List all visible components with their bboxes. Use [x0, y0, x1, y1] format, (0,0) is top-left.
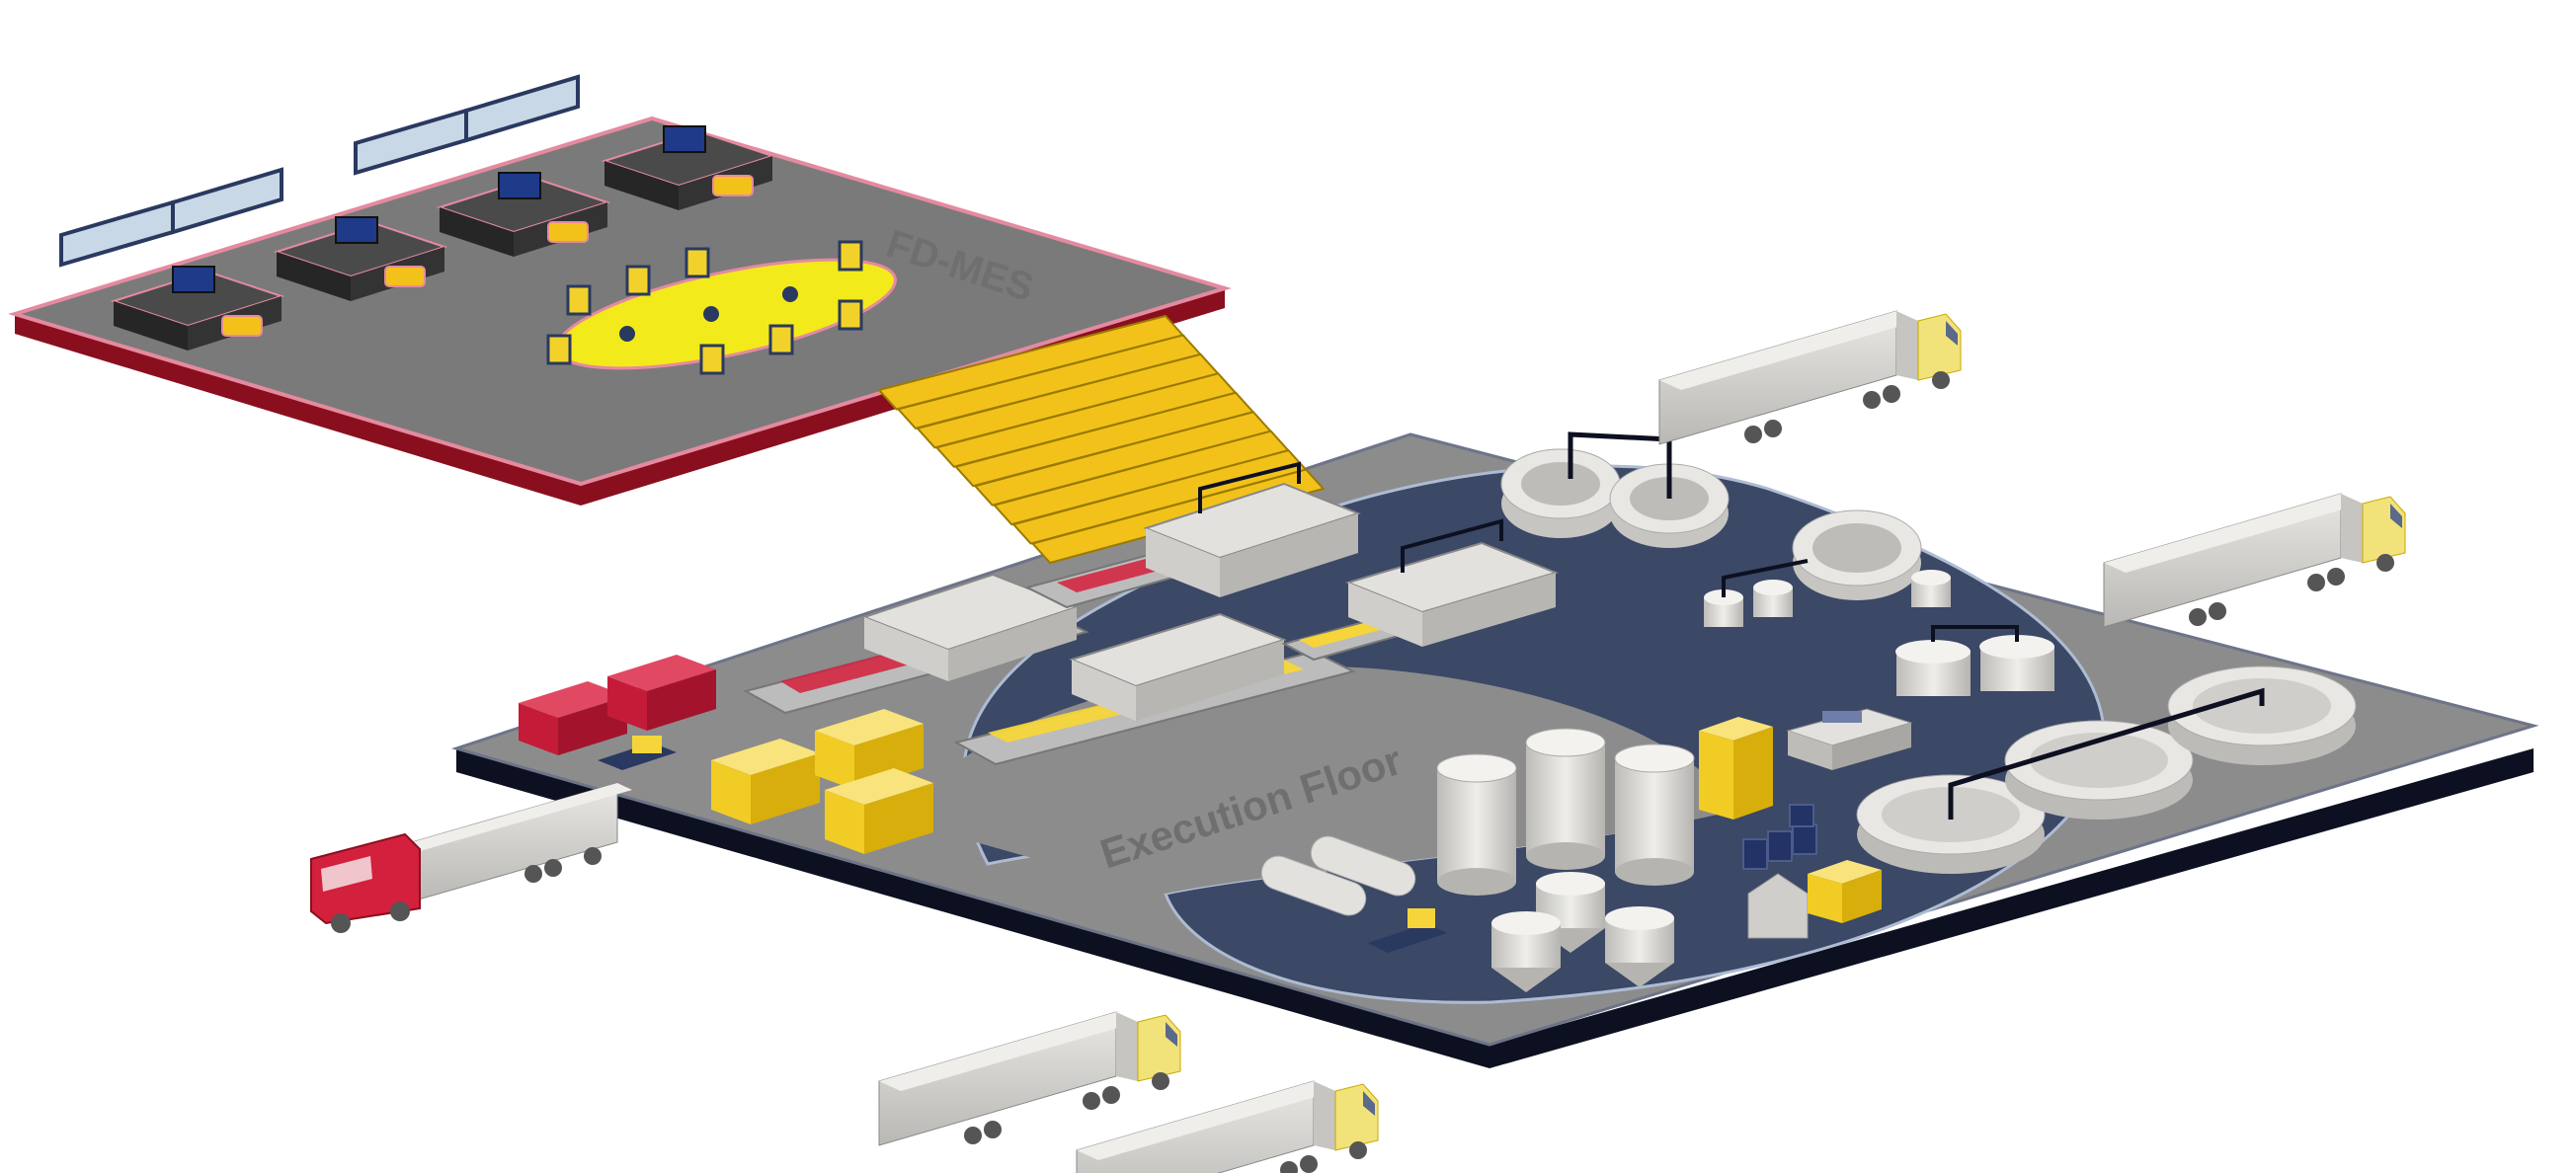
desk-icon	[273, 216, 448, 301]
conference-area	[546, 240, 897, 375]
monitor-icon	[172, 266, 215, 293]
settling-tank-icon	[2167, 665, 2357, 765]
office-chair-icon	[684, 247, 710, 278]
office-chair-icon	[625, 265, 651, 296]
office-chair-icon	[384, 266, 426, 287]
pallet-stack-icon	[1808, 860, 1882, 923]
pallet-stack-icon	[825, 768, 933, 854]
office-desks	[110, 125, 776, 351]
storage-tank-icon	[1614, 743, 1695, 886]
office-chair-icon	[547, 221, 589, 243]
storage-tank-icon	[1436, 753, 1517, 896]
settling-tank-icon	[1500, 448, 1621, 538]
conveyor-line-icon	[1281, 518, 1560, 662]
window-icon	[171, 167, 283, 235]
office-chair-icon	[712, 175, 754, 196]
crate-stack-icon	[1742, 804, 1817, 870]
horizontal-tank-icon	[1260, 835, 1416, 916]
window-icon	[59, 199, 175, 268]
office-chair-icon	[838, 299, 863, 331]
forklift-icon	[1368, 908, 1447, 953]
pallet-area	[519, 655, 933, 854]
office-windows	[59, 74, 580, 268]
storage-tank-icon	[1895, 625, 2054, 696]
settling-tank-icon	[1792, 509, 1922, 600]
conveyor-line-icon	[1024, 461, 1361, 609]
truck-icon	[878, 1011, 1181, 1146]
office-chair-icon	[546, 334, 572, 365]
process-equipment	[1260, 708, 1913, 992]
office-chair-icon	[699, 344, 725, 375]
silo-icon	[1605, 906, 1674, 987]
window-icon	[464, 74, 580, 143]
office-floor-edge	[15, 288, 1225, 506]
desk-icon	[436, 172, 611, 257]
office-chair-icon	[768, 324, 794, 355]
forklift-icon	[598, 736, 677, 770]
truck-icon	[310, 782, 632, 933]
desk-icon	[110, 266, 285, 351]
pallet-stack-icon	[1699, 717, 1773, 820]
office-chair-icon	[566, 284, 592, 316]
staircase-icon	[877, 314, 1326, 565]
storage-tank-icon	[1704, 559, 1951, 627]
stair-step	[1030, 468, 1326, 565]
storage-tank-icon	[1525, 728, 1606, 870]
conveyor-line-icon	[743, 573, 1089, 715]
window-icon	[354, 108, 468, 176]
monitor-icon	[498, 172, 541, 199]
conveyor-line-icon	[953, 612, 1356, 766]
production-lines	[743, 461, 1560, 766]
pallet-stack-icon	[607, 655, 716, 731]
office-chair-icon	[221, 315, 263, 337]
trucks	[310, 310, 2406, 1173]
control-station-icon	[1786, 708, 1913, 770]
desk-icon	[601, 125, 776, 210]
office-chair-icon	[838, 240, 863, 272]
silo-icon	[1491, 911, 1561, 992]
silo-icon	[1747, 873, 1809, 939]
monitor-icon	[663, 125, 706, 153]
pallet-stack-icon	[711, 739, 820, 824]
settling-tanks	[1500, 431, 2357, 874]
settling-tank-icon	[2004, 720, 2194, 820]
monitor-icon	[335, 216, 378, 244]
truck-icon	[1658, 310, 1962, 445]
truck-icon	[1076, 1080, 1379, 1173]
truck-icon	[2103, 493, 2406, 628]
